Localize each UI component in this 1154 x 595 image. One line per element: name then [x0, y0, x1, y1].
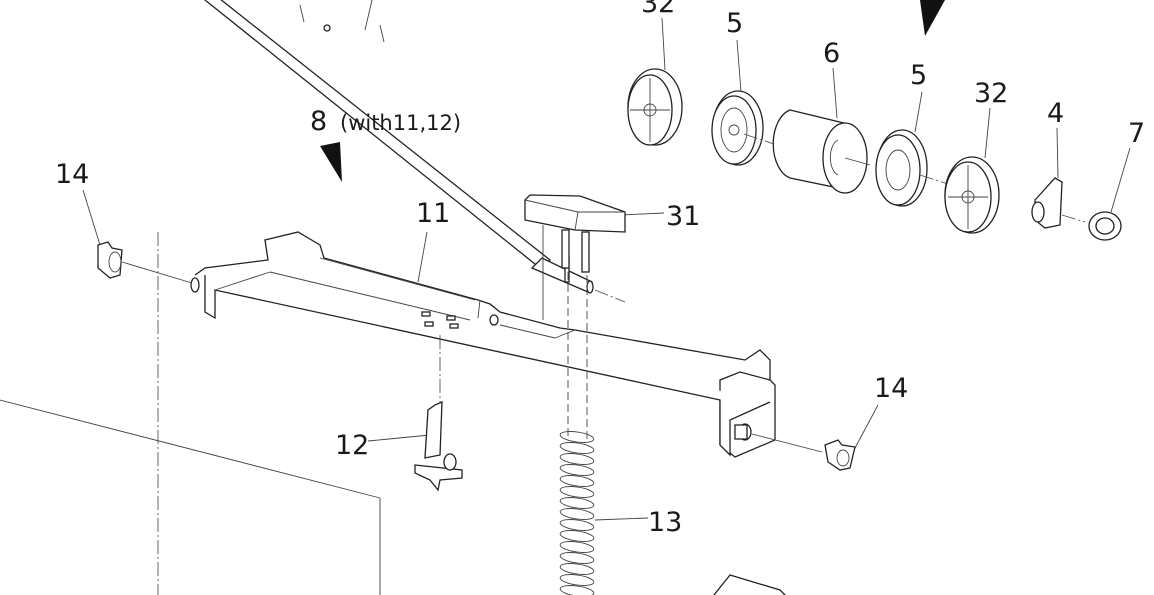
spring-coil — [559, 508, 595, 520]
roller-6 — [772, 109, 871, 194]
lever-12 — [414, 400, 463, 492]
callout-12: 12 — [335, 430, 369, 461]
callout-6: 6 — [823, 38, 840, 69]
spring-coil — [559, 530, 595, 542]
spring-coil — [559, 475, 595, 487]
callout-11: 11 — [416, 198, 450, 229]
arrow-marker-assembly-8 — [320, 142, 342, 182]
arrow-marker-top — [920, 0, 945, 36]
bottom-part-partial — [713, 574, 786, 595]
callout-labels: 32 5 6 5 32 4 7 8 (with11,12) 14 11 31 1… — [55, 0, 1145, 538]
spring-coil — [559, 497, 595, 509]
roller-32-left — [627, 68, 683, 146]
bushing-14-right — [824, 439, 856, 471]
gear-5-right — [875, 129, 928, 207]
callout-5-right: 5 — [910, 60, 927, 91]
callout-32-right: 32 — [974, 78, 1008, 109]
callout-8-note: (with11,12) — [340, 111, 461, 135]
spring-coil — [559, 486, 595, 498]
part-7 — [1088, 211, 1122, 241]
callout-8: 8 — [310, 106, 327, 137]
bushing-14-left — [97, 241, 123, 279]
callout-7: 7 — [1128, 118, 1145, 149]
spring-coil — [559, 552, 595, 564]
shaft — [203, 0, 594, 294]
callout-14-left: 14 — [55, 159, 89, 190]
callout-32-left: 32 — [641, 0, 675, 19]
pad-31 — [524, 194, 626, 320]
spring-coil — [559, 464, 595, 476]
callout-31: 31 — [666, 201, 700, 232]
callout-13: 13 — [648, 507, 682, 538]
callout-5-left: 5 — [726, 8, 743, 39]
callout-4: 4 — [1047, 98, 1064, 129]
spring-coil — [559, 431, 595, 443]
roller-32-right — [944, 156, 1000, 234]
holder-11 — [190, 231, 776, 458]
leader-lines — [82, 17, 1131, 521]
spring-13 — [559, 431, 595, 595]
spring-coil — [559, 453, 595, 465]
spring-coil — [559, 585, 595, 595]
spring-coil — [559, 519, 595, 531]
part-4 — [1031, 177, 1063, 229]
spring-coil — [559, 574, 595, 586]
spring-coil — [559, 541, 595, 553]
callout-14-right: 14 — [874, 373, 908, 404]
gear-5-left — [711, 90, 764, 166]
spring-coil — [559, 563, 595, 575]
spring-coil — [559, 442, 595, 454]
